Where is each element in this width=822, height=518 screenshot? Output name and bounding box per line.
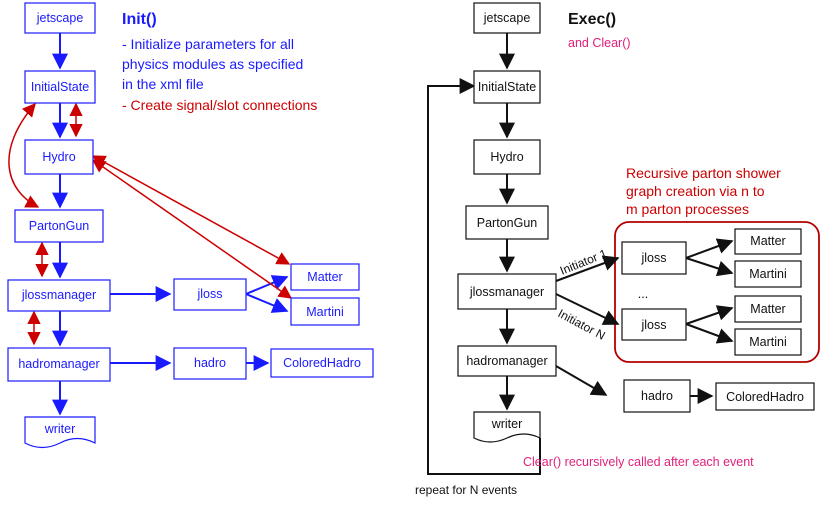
exec-node-coloredhadro: ColoredHadro [715, 382, 815, 411]
repeat-note: repeat for N events [415, 483, 517, 497]
exec-node-hadro: hadro [623, 379, 691, 413]
edge-label-initiator-1: Initiator 1 [558, 246, 609, 278]
init-node-martini: Martini [290, 297, 360, 326]
exec-node-initialstate: InitialState [473, 70, 541, 104]
exec-node-jloss-2: jloss [621, 308, 687, 341]
init-node-jetscape: jetscape [24, 2, 96, 34]
edge-jloss2-martini2 [685, 323, 734, 344]
node-label: ColoredHadro [283, 356, 361, 370]
group-note-line-3: m parton processes [626, 201, 749, 217]
init-node-initialstate: InitialState [24, 70, 96, 104]
node-label: PartonGun [29, 219, 90, 233]
node-label: writer [491, 417, 523, 431]
edge-jloss2-matter2 [685, 305, 734, 325]
init-node-coloredhadro: ColoredHadro [270, 348, 374, 378]
edge-jloss1-martini1 [685, 257, 734, 277]
edge-repeat-loop [427, 78, 541, 475]
node-label: hadromanager [466, 354, 547, 368]
exec-node-jetscape: jetscape [473, 2, 541, 34]
node-label: PartonGun [477, 216, 538, 230]
exec-edges [427, 33, 734, 475]
edge-jlossmanager-jloss1 [555, 255, 620, 282]
node-label: jetscape [483, 11, 531, 25]
edge-label-initiator-n: Initiator N [556, 306, 608, 342]
init-note-line-3: in the xml file [122, 76, 204, 92]
exec-node-martini-1: Martini [734, 260, 802, 288]
group-note-line-1: Recursive parton shower [626, 165, 781, 181]
node-label: InitialState [31, 80, 89, 94]
init-node-jloss: jloss [173, 278, 247, 311]
node-label: Martini [749, 335, 787, 349]
group-note-line-2: graph creation via n to [626, 183, 765, 199]
node-label: hadro [641, 389, 673, 403]
node-label: Matter [750, 302, 785, 316]
exec-node-matter-1: Matter [734, 228, 802, 255]
init-node-writer: writer [24, 416, 96, 449]
edge-jloss-martini [245, 293, 289, 313]
exec-node-partongun: PartonGun [465, 205, 549, 240]
init-node-hadromanager: hadromanager [7, 347, 111, 382]
exec-node-writer: writer [473, 411, 541, 443]
node-label: InitialState [478, 80, 536, 94]
node-label: jlossmanager [21, 288, 96, 302]
node-label: Hydro [490, 150, 523, 164]
node-label: hadromanager [18, 357, 99, 371]
init-node-hydro: Hydro [24, 139, 94, 175]
edge-hadromanager-hadro [555, 365, 608, 396]
branch-ellipsis: ... [638, 287, 648, 301]
signal-hydro-martini [91, 159, 293, 299]
init-node-hadro: hadro [173, 347, 247, 380]
edge-jlossmanager-jloss2 [555, 293, 620, 325]
node-label: Martini [749, 267, 787, 281]
node-label: Martini [306, 305, 344, 319]
signal-hydro-matter [91, 155, 291, 265]
exec-node-jlossmanager: jlossmanager [457, 273, 557, 310]
parton-shower-group [614, 221, 820, 363]
init-node-partongun: PartonGun [14, 209, 104, 243]
node-label: jloss [640, 318, 666, 332]
edge-jloss1-matter1 [685, 238, 734, 259]
init-node-jlossmanager: jlossmanager [7, 279, 111, 312]
node-label: ColoredHadro [726, 390, 804, 404]
exec-node-jloss-1: jloss [621, 241, 687, 275]
node-label: writer [44, 422, 76, 436]
node-label: Matter [750, 234, 785, 248]
node-label: jloss [196, 287, 222, 301]
clear-note: Clear() recursively called after each ev… [523, 455, 754, 469]
init-note-line-4: - Create signal/slot connections [122, 97, 317, 113]
node-label: Matter [307, 270, 342, 284]
init-note-line-2: physics modules as specified [122, 56, 303, 72]
exec-node-matter-2: Matter [734, 295, 802, 323]
node-label: jetscape [36, 11, 84, 25]
node-label: hadro [194, 356, 226, 370]
exec-title: Exec() [568, 11, 616, 28]
exec-panel: jetscape InitialState Hydro PartonGun jl… [415, 2, 820, 497]
signal-initialstate-partongun [8, 102, 40, 208]
init-title: Init() [122, 11, 157, 28]
init-node-matter: Matter [290, 263, 360, 291]
init-note-line-1: - Initialize parameters for all [122, 36, 294, 52]
exec-node-martini-2: Martini [734, 328, 802, 356]
node-label: Hydro [42, 150, 75, 164]
init-panel: jetscape InitialState Hydro PartonGun jl… [7, 2, 374, 449]
exec-subtitle: and Clear() [568, 36, 631, 50]
node-label: jloss [640, 251, 666, 265]
exec-node-hadromanager: hadromanager [457, 345, 557, 377]
signal-slot-edges [8, 102, 293, 346]
node-label: jlossmanager [469, 285, 544, 299]
exec-node-hydro: Hydro [473, 139, 541, 175]
